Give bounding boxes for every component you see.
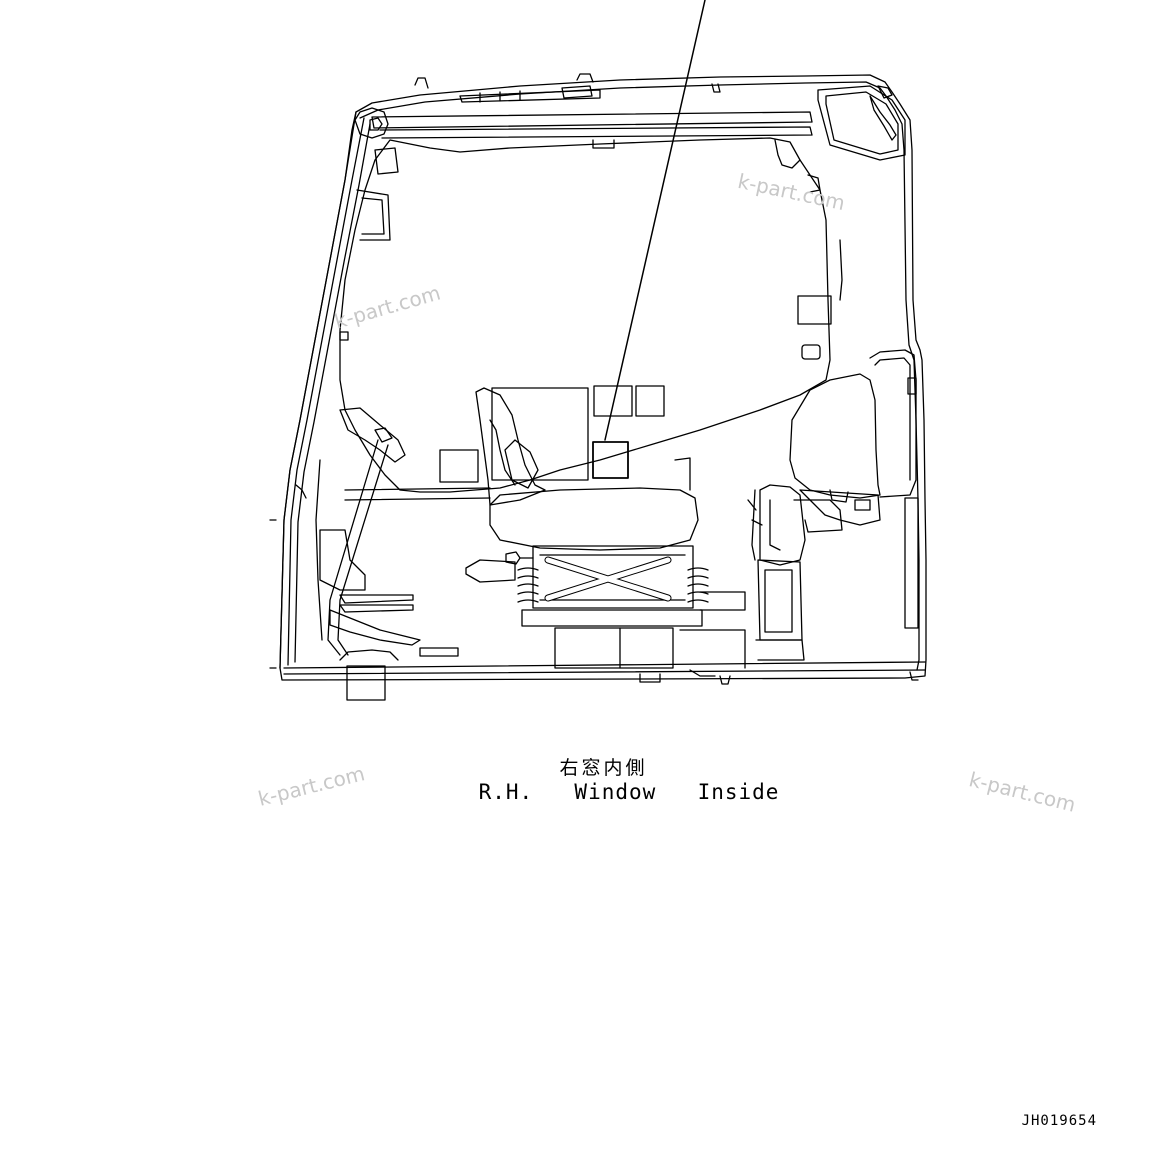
left-console	[319, 407, 491, 701]
operator-seat	[465, 387, 709, 669]
floor	[269, 519, 926, 685]
drawing-number: JH019654	[1021, 1113, 1097, 1129]
rear-window	[339, 137, 832, 493]
details	[295, 174, 843, 641]
leader-line	[604, 0, 706, 441]
right-console	[679, 349, 919, 669]
caption-english: R.H. Window Inside	[478, 780, 780, 804]
cab-frame	[279, 73, 927, 681]
caption-japanese: 右窓内側	[559, 757, 648, 779]
